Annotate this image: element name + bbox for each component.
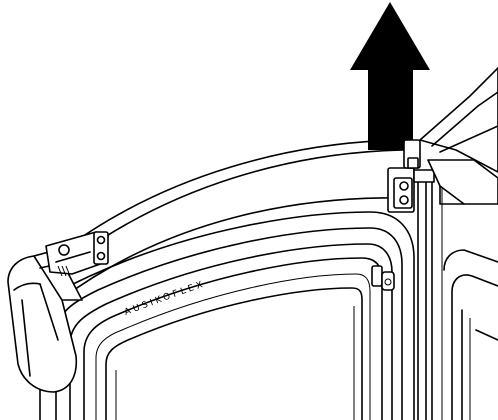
- right-hinge: [387, 139, 421, 213]
- gasket-lettering: AUSIKOFLEX: [123, 279, 207, 318]
- left-hinge: [45, 231, 109, 277]
- door-glass-pane: [115, 306, 355, 420]
- adjacent-cabinet: [419, 67, 498, 420]
- right-door-jamb: [413, 169, 443, 420]
- lift-direction-arrow-icon: [350, 2, 430, 150]
